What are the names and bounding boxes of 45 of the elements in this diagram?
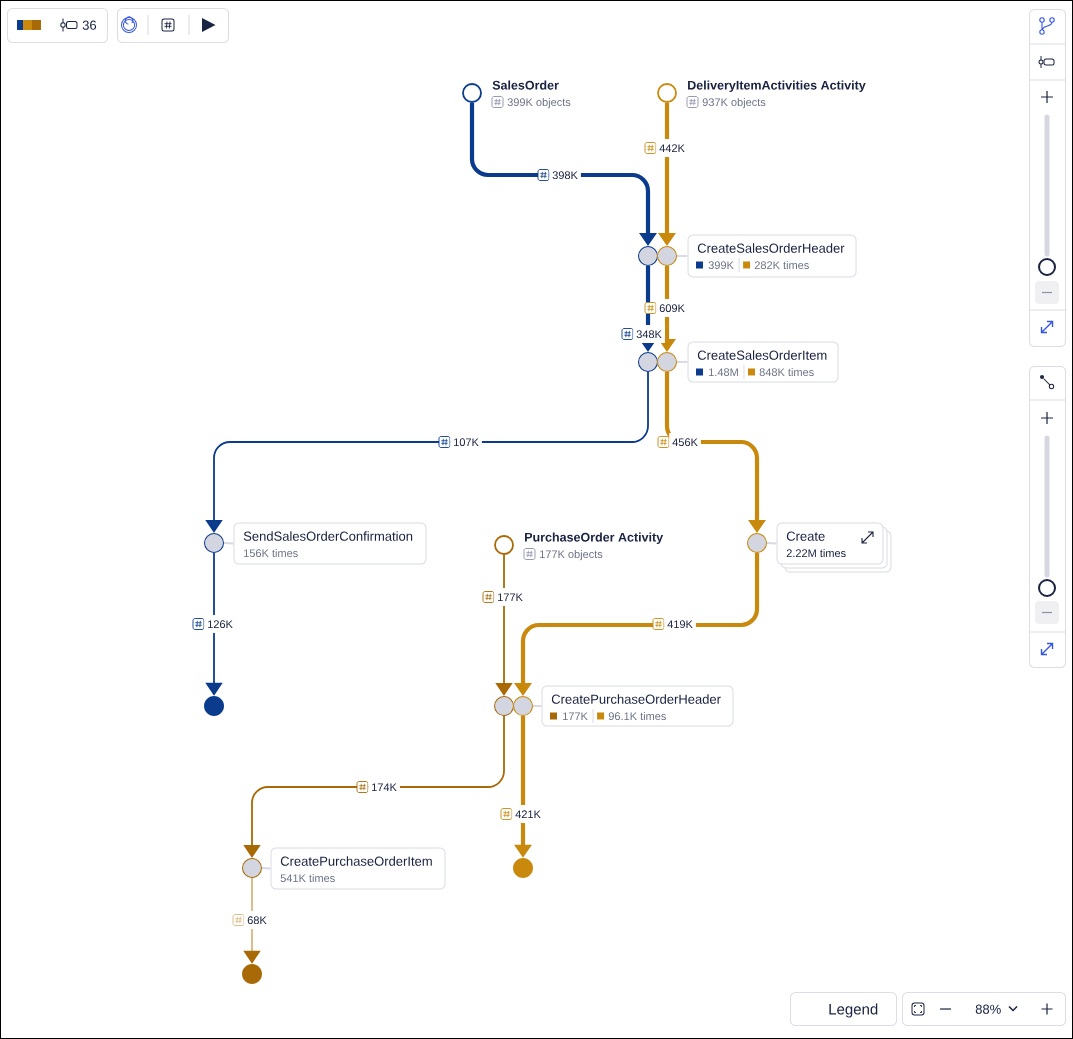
edge-label: 177K <box>494 588 526 606</box>
zoom-level: 88% <box>975 1004 1001 1014</box>
activity-card: CreatePurchaseOrderHeader 177K 96.1K times <box>541 685 734 727</box>
activity-circle <box>242 858 262 878</box>
edge-label: 68K <box>244 911 270 929</box>
activity-card: CreateSalesOrderItem 1.48M 848K times <box>687 341 839 383</box>
connector-line <box>676 255 689 257</box>
end-dot <box>513 858 533 878</box>
object-count: 937K objects <box>702 98 766 109</box>
legend-button: Legend <box>790 992 897 1026</box>
edge-label: 348K <box>633 325 665 343</box>
object-count: 177K objects <box>540 550 603 561</box>
object-count: 399K objects <box>507 98 571 109</box>
activity-card: CreatePurchaseOrderItem 541K times <box>270 847 446 890</box>
object-type-name: PurchaseOrder Activity <box>525 532 664 545</box>
activity-card: CreateSalesOrderHeader 399K 282K times <box>687 234 857 278</box>
connector-line <box>766 542 778 545</box>
activity-circle <box>494 696 514 716</box>
end-dot <box>204 696 224 716</box>
connector-line <box>676 361 689 363</box>
edge-label: 609K <box>656 299 688 317</box>
activity-circle <box>204 533 224 553</box>
activity-circle <box>747 533 767 553</box>
edge-label: 398K <box>549 166 581 184</box>
activity-circle <box>657 246 677 266</box>
edge-label: 456K <box>669 433 701 451</box>
activity-circle <box>513 696 533 716</box>
activity-card: Create 2.22M times <box>776 522 884 565</box>
edge-label: 442K <box>656 139 688 157</box>
value-text: 36 <box>82 20 97 30</box>
connector-line <box>532 705 543 707</box>
activity-circle <box>638 246 658 266</box>
activity-circle <box>638 352 658 372</box>
activity-card: SendSalesOrderConfirmation 156K times <box>233 522 427 565</box>
edge-label: 107K <box>450 433 482 451</box>
object-type-name: SalesOrder <box>492 80 559 90</box>
edge-label: 421K <box>512 805 544 823</box>
object-type-name: DeliveryItemActivities Activity <box>688 80 866 93</box>
connector-line <box>261 867 272 870</box>
activity-circle <box>657 352 677 372</box>
edge-label: 174K <box>368 778 400 796</box>
edge-label: 419K <box>664 615 696 633</box>
connector-line <box>223 542 235 545</box>
edge-label: 126K <box>204 615 236 633</box>
end-dot <box>242 964 262 984</box>
